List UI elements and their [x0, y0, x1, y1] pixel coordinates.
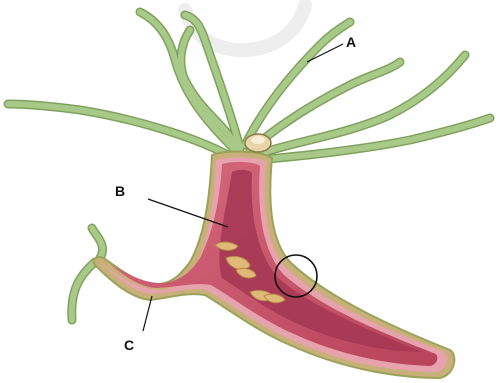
label-b: B	[115, 183, 125, 199]
bud-tentacles	[72, 228, 103, 320]
label-c: C	[124, 337, 134, 353]
label-a: A	[346, 34, 356, 50]
hypostome	[245, 134, 271, 152]
tentacle-3	[245, 22, 350, 145]
label-line-c	[143, 296, 152, 331]
tentacle-7	[8, 104, 228, 155]
tentacle-5	[255, 55, 465, 155]
body-column	[94, 152, 455, 378]
